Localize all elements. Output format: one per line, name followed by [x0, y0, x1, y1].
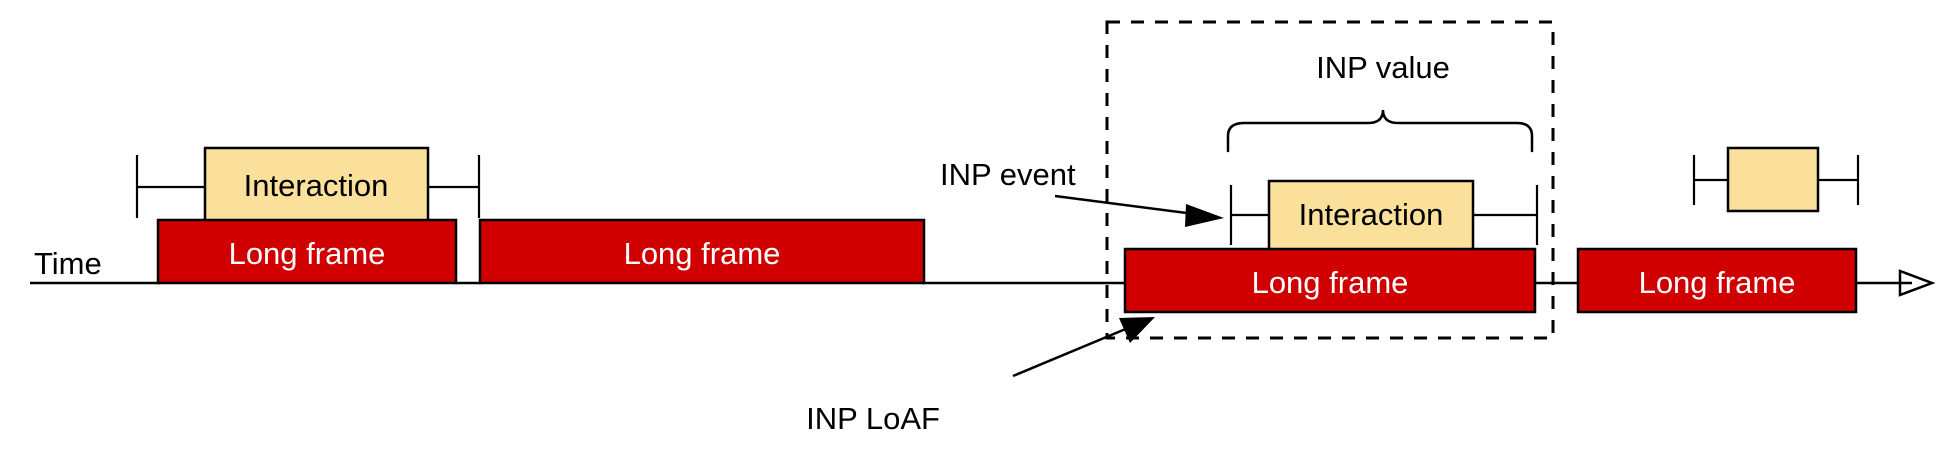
- long-frame-3-label: Long frame: [1252, 265, 1409, 300]
- interaction-2-whiskers: [1229, 185, 1539, 245]
- interaction-1[interactable]: Interaction: [203, 146, 430, 223]
- inp-loaf-arrowhead: [1119, 317, 1155, 343]
- interaction-3[interactable]: [1726, 146, 1820, 213]
- time-axis-label: Time: [34, 246, 102, 281]
- long-frame-1[interactable]: Long frame: [156, 218, 458, 285]
- long-frame-1-label: Long frame: [229, 236, 386, 271]
- inp-event-arrowhead: [1185, 204, 1224, 227]
- inp-event-arrow: [1054, 194, 1224, 227]
- interaction-1-whiskers: [135, 155, 481, 218]
- time-axis-arrowhead: [1898, 269, 1936, 297]
- inp-value-label: INP value: [1316, 50, 1450, 85]
- time-axis: [30, 269, 1936, 297]
- long-frame-3[interactable]: Long frame: [1123, 247, 1537, 314]
- inp-event-label: INP event: [940, 157, 1076, 192]
- interaction-3-whiskers: [1692, 155, 1860, 205]
- long-frame-2-label: Long frame: [624, 236, 781, 271]
- inp-loaf-arrow: [1012, 317, 1155, 378]
- long-frame-4-label: Long frame: [1639, 265, 1796, 300]
- inp-value-brace: [1226, 109, 1534, 153]
- interaction-2-label: Interaction: [1299, 197, 1444, 232]
- inp-loaf-label: INP LoAF: [806, 401, 940, 436]
- interaction-1-label: Interaction: [244, 168, 389, 203]
- interaction-2[interactable]: Interaction: [1267, 179, 1475, 252]
- long-frame-2[interactable]: Long frame: [478, 218, 926, 285]
- inp-highlight-region: [1105, 20, 1555, 340]
- long-frame-4[interactable]: Long frame: [1576, 247, 1858, 314]
